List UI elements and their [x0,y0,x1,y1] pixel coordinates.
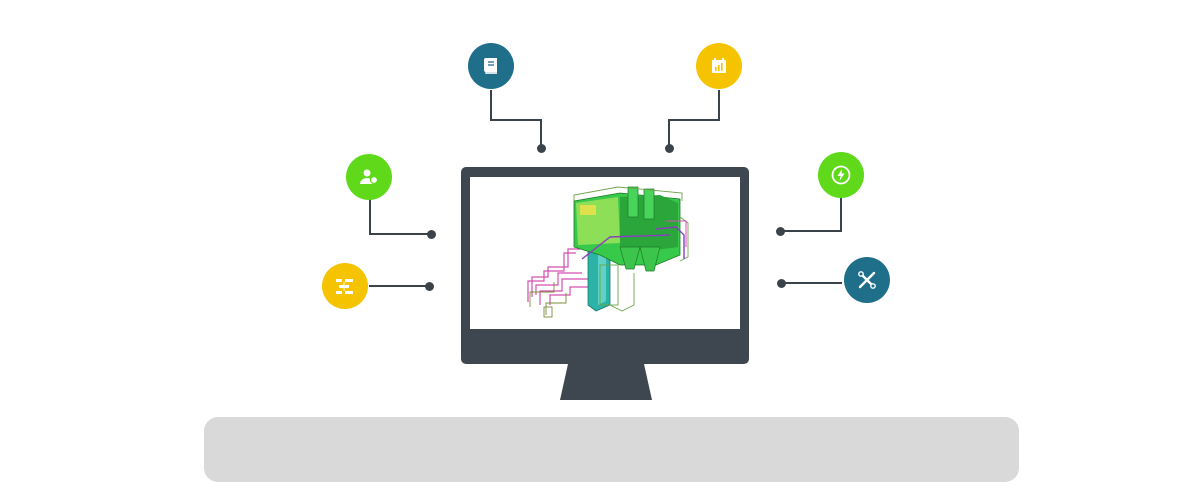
node-left-upper[interactable] [346,154,392,200]
connector-dot [777,279,786,288]
users-icon [360,169,379,185]
plant-model-illustration [527,186,689,318]
connector-top-left [490,90,542,148]
connector-left-upper [369,198,431,235]
calendar-chart-icon [712,58,726,73]
node-right-upper[interactable] [818,152,864,198]
connector-top-right [668,90,720,148]
connector-dot [776,227,785,236]
lightning-icon [831,165,851,185]
node-top-right[interactable] [696,43,742,89]
node-left-lower[interactable] [322,263,368,309]
node-top-left[interactable] [468,43,514,89]
connector-right-upper [780,198,842,232]
monitor [461,167,749,364]
flowchart-icon [336,279,353,294]
bottom-bar [204,417,1019,482]
node-right-lower[interactable] [844,257,890,303]
tools-icon [858,271,876,289]
book-icon [484,58,497,74]
monitor-screen [470,177,740,329]
connector-dot [537,144,546,153]
connector-dot [425,282,434,291]
connector-dot [427,230,436,239]
monitor-stand [560,364,652,400]
connector-dot [665,144,674,153]
